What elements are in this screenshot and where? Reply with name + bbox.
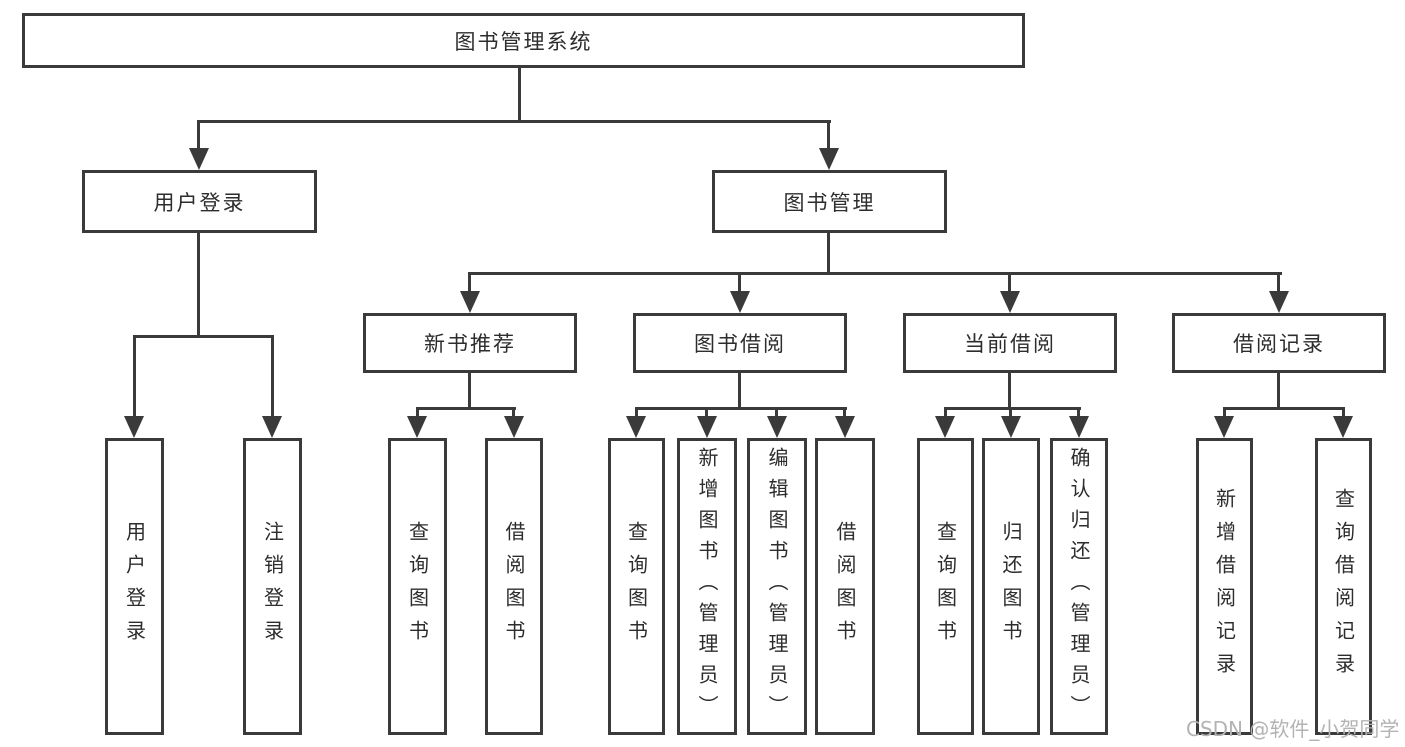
leaf-borrow-books: 借阅图书: [815, 438, 875, 735]
arrow-down-icon: [189, 148, 209, 170]
connector-drop-leaf: [705, 407, 708, 419]
leaf-query-books: 查询图书: [608, 438, 665, 735]
connector-level3-bus: [468, 272, 1282, 275]
node-label: 借阅记录: [1233, 332, 1325, 356]
connector-drop-leaf: [1223, 407, 1226, 419]
connector-borrow-record-bus: [1223, 407, 1345, 410]
connector-drop-leaf: [775, 407, 778, 419]
node-borrow-records: 借阅记录: [1172, 313, 1386, 373]
connector-drop-leaf: [944, 407, 947, 419]
arrow-down-icon: [697, 416, 717, 438]
connector-drop-current-borrow: [1008, 272, 1011, 294]
node-label: 查询图书: [624, 520, 649, 653]
arrow-down-icon: [124, 416, 144, 438]
leaf-confirm-return-admin: 确认归还（管理员）: [1050, 438, 1108, 735]
node-book-management: 图书管理: [712, 170, 947, 233]
node-label: 新书推荐: [424, 332, 516, 356]
connector-drop-user-login: [197, 120, 200, 152]
connector-drop-leaf: [416, 407, 419, 419]
connector-drop-leaf: [1009, 407, 1012, 419]
node-label: 归还图书: [999, 520, 1023, 653]
connector-drop-book-mgmt: [827, 120, 830, 152]
node-library-system: 图书管理系统: [22, 13, 1025, 68]
node-label: 借阅图书: [502, 520, 526, 653]
connector-user-login-stem: [197, 231, 200, 338]
arrow-down-icon: [835, 416, 855, 438]
connector-drop-leaf: [1077, 407, 1080, 419]
connector-drop-leaf: [1342, 407, 1345, 419]
node-label: 编辑图书（管理员）: [765, 447, 789, 726]
connector-drop-leaf: [843, 407, 846, 419]
leaf-borrow-books: 借阅图书: [485, 438, 543, 735]
node-label: 查询图书: [405, 520, 430, 653]
csdn-watermark: CSDN @软件_小贺同学: [1186, 717, 1400, 741]
arrow-down-icon: [262, 416, 282, 438]
leaf-add-borrow-record: 新增借阅记录: [1196, 438, 1253, 735]
node-new-book-recommend: 新书推荐: [363, 313, 577, 373]
connector-drop-logout: [271, 335, 274, 419]
connector-drop-login: [133, 335, 136, 419]
connector-new-books-bus: [416, 407, 516, 410]
node-book-borrowing: 图书借阅: [633, 313, 847, 373]
leaf-query-books: 查询图书: [388, 438, 447, 735]
node-label: 注销登录: [260, 520, 285, 653]
connector-drop-borrow-record: [1277, 272, 1280, 294]
node-label: 用户登录: [122, 520, 147, 653]
node-label: 查询图书: [933, 520, 958, 653]
node-label: 图书借阅: [694, 332, 786, 356]
connector-drop-leaf: [512, 407, 515, 419]
leaf-add-books-admin: 新增图书（管理员）: [677, 438, 737, 735]
connector-level2-bus: [197, 120, 831, 123]
connector-drop-leaf: [635, 407, 638, 419]
leaf-edit-books-admin: 编辑图书（管理员）: [747, 438, 807, 735]
arrow-down-icon: [407, 416, 427, 438]
arrow-down-icon: [1269, 291, 1289, 313]
arrow-down-icon: [1001, 416, 1021, 438]
arrow-down-icon: [460, 291, 480, 313]
connector-user-login-bus: [133, 335, 274, 338]
connector-current-borrow-bus: [944, 407, 1081, 410]
connector-drop-book-borrow: [738, 272, 741, 294]
connector-root-stem: [518, 66, 521, 122]
node-label: 新增借阅记录: [1212, 487, 1237, 686]
arrow-down-icon: [935, 416, 955, 438]
node-label: 当前借阅: [964, 332, 1056, 356]
arrow-down-icon: [730, 291, 750, 313]
node-label: 用户登录: [153, 190, 246, 215]
node-label: 图书管理系统: [454, 29, 593, 54]
arrow-down-icon: [1333, 416, 1353, 438]
node-current-borrowing: 当前借阅: [903, 313, 1117, 373]
leaf-return-books: 归还图书: [982, 438, 1040, 735]
connector-drop-new-books: [468, 272, 471, 294]
leaf-user-login: 用户登录: [105, 438, 164, 735]
node-user-login: 用户登录: [82, 170, 317, 233]
node-label: 确认归还（管理员）: [1067, 447, 1091, 726]
leaf-logout: 注销登录: [243, 438, 302, 735]
connector-book-borrow-bus: [635, 407, 847, 410]
arrow-down-icon: [767, 416, 787, 438]
connector-book-borrow-stem: [738, 371, 741, 409]
arrow-down-icon: [1000, 291, 1020, 313]
node-label: 查询借阅记录: [1331, 487, 1356, 686]
arrow-down-icon: [1214, 416, 1234, 438]
node-label: 图书管理: [783, 190, 876, 215]
node-label: 借阅图书: [833, 520, 857, 653]
arrow-down-icon: [1069, 416, 1089, 438]
connector-book-mgmt-stem: [827, 231, 830, 275]
arrow-down-icon: [819, 148, 839, 170]
connector-new-books-stem: [468, 371, 471, 409]
node-label: 新增图书（管理员）: [695, 447, 719, 726]
leaf-query-borrow-record: 查询借阅记录: [1315, 438, 1372, 735]
arrow-down-icon: [626, 416, 646, 438]
leaf-query-books: 查询图书: [917, 438, 974, 735]
arrow-down-icon: [504, 416, 524, 438]
connector-current-borrow-stem: [1008, 371, 1011, 409]
connector-borrow-record-stem: [1277, 371, 1280, 409]
